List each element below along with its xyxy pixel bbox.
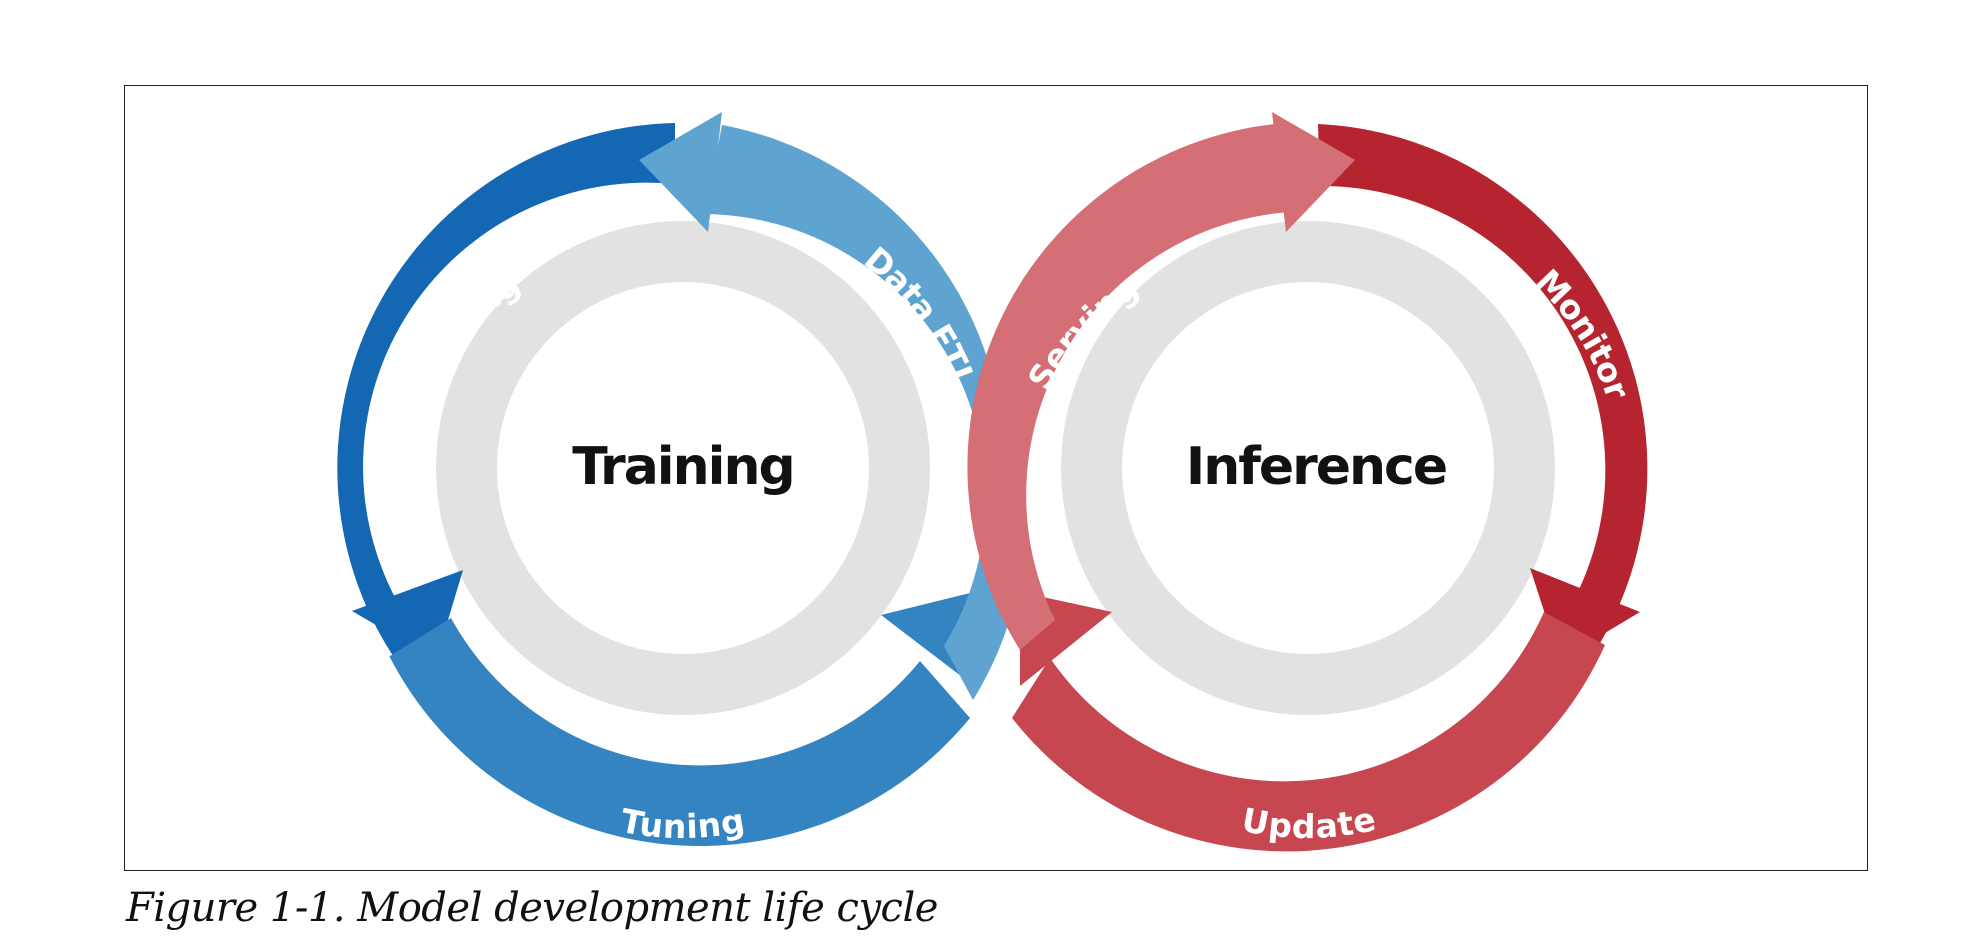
training-center-disc [497, 282, 869, 654]
figure-caption: Figure 1-1. Model development life cycle [126, 885, 938, 931]
training-segment [337, 123, 675, 679]
training-cycle-track [436, 221, 930, 715]
inference-cycle: Inference Serving Monitor Update [967, 112, 1648, 852]
data-etl-segment-arrowhead [639, 112, 722, 232]
tuning-segment-arrowhead [881, 592, 974, 686]
tuning-segment [389, 618, 970, 847]
serving-segment-arrowhead [1272, 112, 1355, 232]
inference-cycle-track [1061, 221, 1555, 715]
inference-center-disc [1122, 282, 1494, 654]
training-cycle: Training Training Data ETL Tuning [337, 112, 1022, 846]
monitor-segment [1318, 124, 1648, 690]
serving-segment [967, 124, 1290, 650]
update-segment [1012, 612, 1605, 852]
data-etl-segment [705, 125, 1022, 700]
tuning-segment-label: Tuning [618, 801, 748, 847]
inference-center-label: Inference [1186, 437, 1446, 497]
training-center-label: Training [572, 437, 793, 497]
